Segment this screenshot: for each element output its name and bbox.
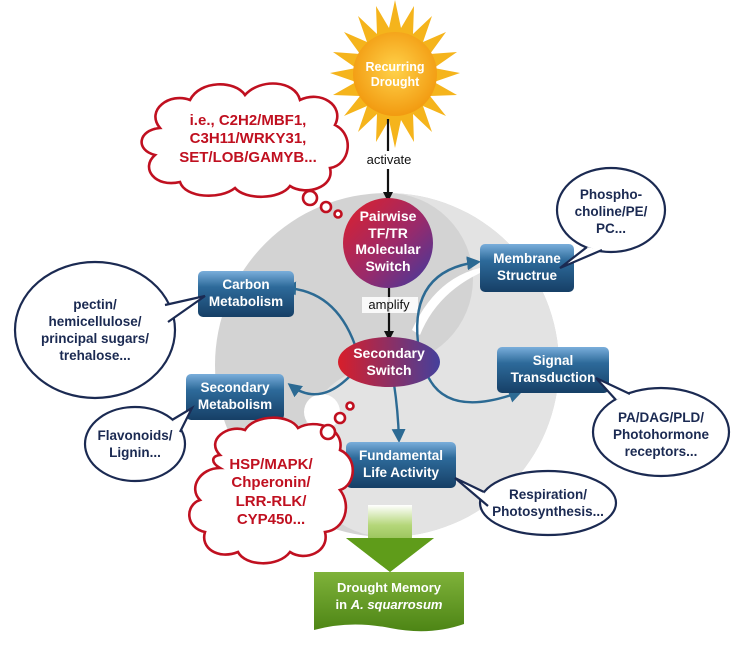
tf-examples-cloud xyxy=(140,82,350,219)
membrane-examples-label: Phospho- choline/PE/ PC... xyxy=(574,187,648,236)
pathway-arrows xyxy=(282,256,523,443)
primary-switch-label: Pairwise TF/TR Molecular Switch xyxy=(355,208,421,274)
membrane-examples-bubble xyxy=(555,166,667,270)
tf-examples-label: i.e., C2H2/MBF1, C3H11/WRKY31, SET/LOB/G… xyxy=(179,112,317,166)
carbon-examples-bubble xyxy=(13,260,206,400)
drought-memory-banner xyxy=(314,572,464,632)
arrow-to-fundamental xyxy=(391,383,406,443)
signal-box-label: Signal Transduction xyxy=(510,353,596,385)
primary-switch-node xyxy=(343,198,433,288)
signal-examples-bubble xyxy=(591,377,731,478)
secondary-metabolism-box xyxy=(186,374,284,420)
secondary-examples-bubble xyxy=(83,405,195,483)
fundamental-examples-label: Respiration/ Photosynthesis... xyxy=(492,487,604,519)
signal-box xyxy=(497,347,609,393)
secondary-metabolism-box-label: Secondary Metabolism xyxy=(197,380,273,412)
outcome-species: A. squarrosum xyxy=(350,596,443,612)
gene-examples-cloud xyxy=(188,401,355,565)
carbon-box xyxy=(198,271,294,317)
pathway-boxes xyxy=(186,244,609,488)
sun-icon xyxy=(330,0,460,148)
secondary-switch-node xyxy=(338,337,440,387)
arrow-to-secondary-metabolism xyxy=(287,373,353,398)
example-bubbles xyxy=(13,166,731,537)
arrow-to-signal xyxy=(424,371,523,404)
membrane-box-label: Membrane Structrue xyxy=(493,251,561,283)
fundamental-box xyxy=(346,442,456,488)
fundamental-box-label: Fundamental Life Activity xyxy=(358,448,443,480)
activate-edge-label: activate xyxy=(366,152,412,167)
fundamental-examples-bubble xyxy=(454,469,618,537)
amplify-edge-label: amplify xyxy=(368,297,410,312)
gene-examples-label: HSP/MAPK/ Chperonin/ LRR-RLK/ CYP450... xyxy=(229,456,313,528)
membrane-box xyxy=(480,244,574,292)
arrow-to-membrane xyxy=(415,256,481,344)
carbon-examples-label: pectin/ hemicellulose/ principal sugars/… xyxy=(40,297,150,363)
secondary-examples-label: Flavonoids/ Lignin... xyxy=(97,428,173,460)
trigger-label: Recurring Drought xyxy=(365,60,425,89)
secondary-switch-label: Secondary Switch xyxy=(353,345,425,378)
outcome-label: Drought Memory in A. squarrosum xyxy=(314,580,464,614)
carbon-box-label: Carbon Metabolism xyxy=(208,277,284,309)
arrow-to-carbon xyxy=(282,281,357,346)
signal-examples-label: PA/DAG/PLD/ Photohormone receptors... xyxy=(613,410,709,459)
outcome-label-prefix: Drought Memory in xyxy=(335,580,441,612)
